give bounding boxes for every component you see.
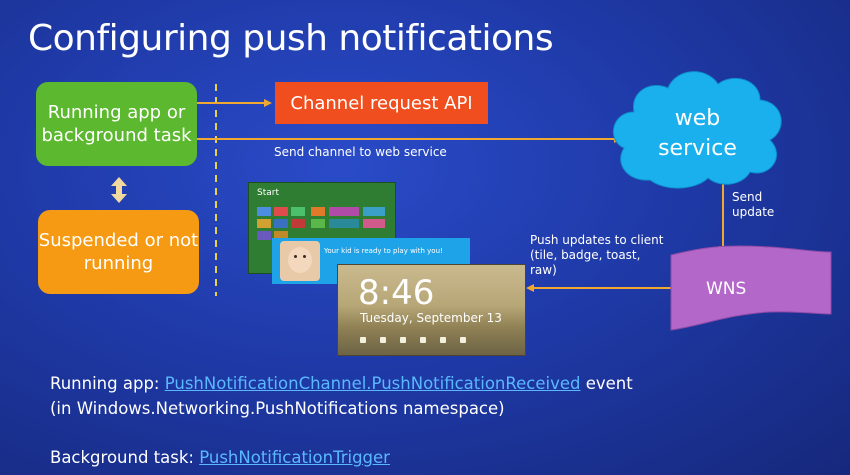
send-update-label: Send update <box>732 190 775 219</box>
lock-screen-image: 8:46 Tuesday, September 13 <box>337 264 526 356</box>
namespace-line: (in Windows.Networking.PushNotifications… <box>50 399 505 418</box>
toast-text: Your kid is ready to play with you! <box>324 247 443 255</box>
running-app-api-line: Running app: PushNotificationChannel.Pus… <box>50 374 633 393</box>
lock-screen-date: Tuesday, September 13 <box>360 311 502 325</box>
running-app-prefix: Running app: <box>50 374 165 393</box>
double-arrow-icon <box>111 177 127 203</box>
start-tiles <box>257 207 387 267</box>
wns-banner <box>670 245 832 331</box>
background-task-line: Background task: PushNotificationTrigger <box>50 448 390 467</box>
start-screen-label: Start <box>257 188 279 198</box>
web-service-label: web service <box>658 106 737 161</box>
push-notification-received-link[interactable]: PushNotificationChannel.PushNotification… <box>164 374 581 393</box>
wns-label: WNS <box>706 279 747 299</box>
web-service-cloud <box>613 71 782 189</box>
send-channel-label: Send channel to web service <box>274 145 447 159</box>
running-app-suffix: event <box>580 374 633 393</box>
push-notification-trigger-link[interactable]: PushNotificationTrigger <box>199 448 390 467</box>
lock-screen-time: 8:46 <box>358 273 435 313</box>
background-task-prefix: Background task: <box>50 448 200 467</box>
page-title: Configuring push notifications <box>28 18 554 59</box>
channel-request-box: Channel request API <box>275 82 488 124</box>
suspended-box: Suspended or not running <box>38 210 199 294</box>
lock-screen-badges <box>360 337 500 343</box>
baby-photo <box>280 241 320 281</box>
running-app-box: Running app or background task <box>36 82 197 166</box>
push-updates-label: Push updates to client (tile, badge, toa… <box>530 233 664 277</box>
